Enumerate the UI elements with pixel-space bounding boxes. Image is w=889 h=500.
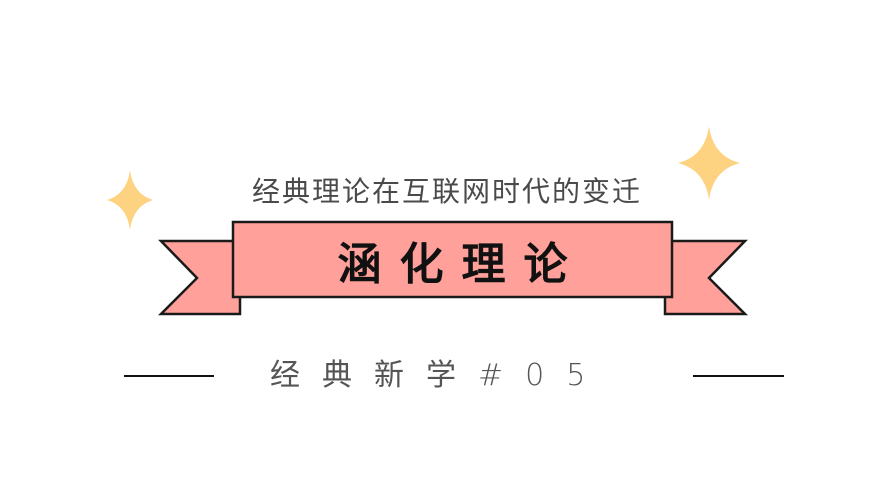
page-title: 涵化理论 — [337, 238, 586, 290]
series-label: 经典新学#05 — [270, 358, 608, 393]
ribbon-main-band — [231, 220, 674, 299]
divider-right — [693, 375, 784, 377]
sparkle-star-left-icon — [107, 170, 153, 230]
subtitle: 经典理论在互联网时代的变迁 — [251, 175, 642, 208]
sparkle-star-right-icon — [678, 126, 740, 200]
ribbon-right-tail — [663, 239, 749, 316]
ribbon-left-tail — [157, 239, 242, 316]
divider-left — [124, 375, 214, 377]
